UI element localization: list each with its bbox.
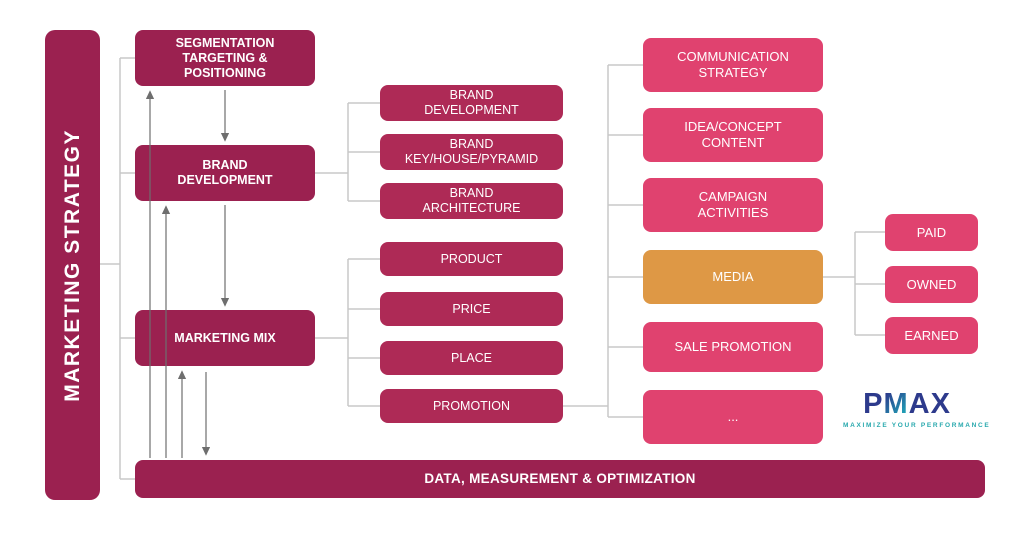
- logo-letter-p: P: [863, 388, 884, 420]
- pmax-logo-text: PMAX: [843, 390, 971, 419]
- promotion-item-ellipsis: ...: [643, 390, 823, 444]
- stp-box: SEGMENTATION TARGETING & POSITIONING: [135, 30, 315, 86]
- mix-item-promotion: PROMOTION: [380, 389, 563, 423]
- brand-item-development: BRAND DEVELOPMENT: [380, 85, 563, 121]
- promotion-item-media: MEDIA: [643, 250, 823, 304]
- logo-letter-a: A: [908, 388, 931, 420]
- promotion-item-communication-strategy: COMMUNICATION STRATEGY: [643, 38, 823, 92]
- marketing-strategy-bar: MARKETING STRATEGY: [45, 30, 100, 500]
- marketing-mix-box: MARKETING MIX: [135, 310, 315, 366]
- media-item-paid: PAID: [885, 214, 978, 251]
- promotion-item-campaign-activities: CAMPAIGN ACTIVITIES: [643, 178, 823, 232]
- data-measurement-optimization-bar: DATA, MEASUREMENT & OPTIMIZATION: [135, 460, 985, 498]
- mix-item-product: PRODUCT: [380, 242, 563, 276]
- brand-item-architecture: BRAND ARCHITECTURE: [380, 183, 563, 219]
- brand-item-key-house-pyramid: BRAND KEY/HOUSE/PYRAMID: [380, 134, 563, 170]
- marketing-strategy-label: MARKETING STRATEGY: [60, 128, 84, 402]
- media-item-earned: EARNED: [885, 317, 978, 354]
- pmax-tagline: MAXIMIZE YOUR PERFORMANCE: [843, 422, 991, 429]
- logo-letter-m: M: [883, 388, 909, 420]
- brand-development-box: BRAND DEVELOPMENT: [135, 145, 315, 201]
- promotion-item-sale-promotion: SALE PROMOTION: [643, 322, 823, 372]
- mix-item-place: PLACE: [380, 341, 563, 375]
- logo-letter-x: X: [930, 388, 951, 420]
- promotion-item-idea-concept-content: IDEA/CONCEPT CONTENT: [643, 108, 823, 162]
- mix-item-price: PRICE: [380, 292, 563, 326]
- media-item-owned: OWNED: [885, 266, 978, 303]
- pmax-logo: PMAX MAXIMIZE YOUR PERFORMANCE: [843, 390, 991, 430]
